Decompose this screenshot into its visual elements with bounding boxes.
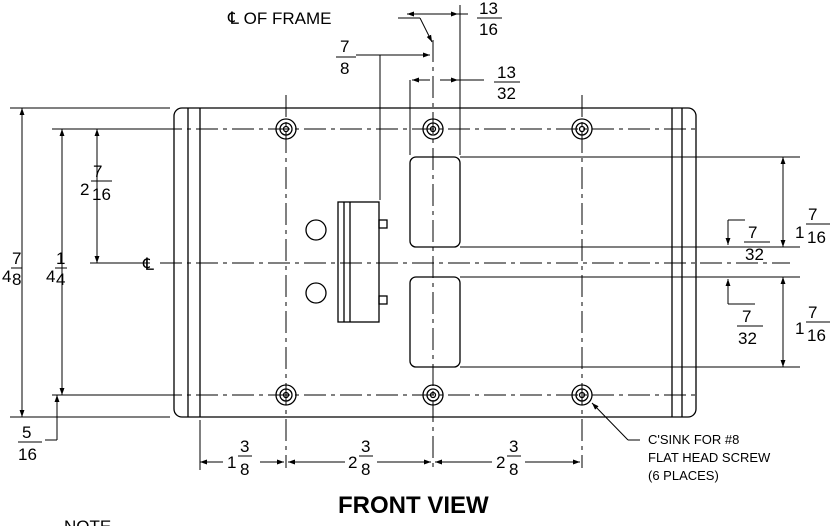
dim-left-upper-den: 16 xyxy=(92,185,111,204)
dim-bot-2-num: 3 xyxy=(361,437,370,456)
dim-13-32-num: 13 xyxy=(497,63,516,82)
dim-left-outer-den: 8 xyxy=(12,270,21,289)
dim-left-upper-whole: 2 xyxy=(80,180,89,199)
dim-bot-2-den: 8 xyxy=(361,460,370,479)
dim-bottom-left-num: 5 xyxy=(22,423,31,442)
dim-left-outer-num: 7 xyxy=(12,249,21,268)
dim-bot-3-den: 8 xyxy=(509,460,518,479)
view-title: FRONT VIEW xyxy=(338,492,489,519)
centerline-symbol: ℄ xyxy=(142,255,154,274)
dim-right-mid-lower-num: 7 xyxy=(742,307,751,326)
note-label: NOTE xyxy=(64,517,111,526)
dim-right-upper-num: 7 xyxy=(808,205,817,224)
csink-note-line1: C'SINK FOR #8 xyxy=(648,432,739,447)
dim-right-upper-whole: 1 xyxy=(795,223,804,242)
dim-right-lower-num: 7 xyxy=(808,303,817,322)
dim-bot-3-whole: 2 xyxy=(496,453,505,472)
csink-note-line2: FLAT HEAD SCREW xyxy=(648,450,771,465)
dim-right-mid-lower-den: 32 xyxy=(738,329,757,348)
dim-bot-3-num: 3 xyxy=(509,437,518,456)
dim-right-mid-upper-num: 7 xyxy=(748,223,757,242)
dim-top-13-16-den: 16 xyxy=(479,20,498,39)
hole-upper xyxy=(305,219,327,241)
hole-lower xyxy=(305,282,327,304)
dim-left-inner-num: 1 xyxy=(56,249,65,268)
dim-left-upper-num: 7 xyxy=(93,162,102,181)
dim-7-8-num: 7 xyxy=(340,37,349,56)
dim-right-lower-whole: 1 xyxy=(795,319,804,338)
dim-top-13-16-num: 13 xyxy=(479,0,498,18)
csink-note-line3: (6 PLACES) xyxy=(648,468,719,483)
slot-lower xyxy=(409,276,461,368)
dim-left-inner-den: 4 xyxy=(56,270,65,289)
dim-bot-1-den: 8 xyxy=(240,460,249,479)
dim-right-upper-den: 16 xyxy=(807,228,826,247)
dim-bottom-left-den: 16 xyxy=(18,445,37,464)
cl-of-frame-label: ℄ OF FRAME xyxy=(227,9,331,28)
dim-bot-1-num: 3 xyxy=(240,437,249,456)
dim-7-8-den: 8 xyxy=(340,59,349,78)
dim-13-32-den: 32 xyxy=(497,84,516,103)
slot-upper xyxy=(409,156,461,248)
dim-right-mid-upper-den: 32 xyxy=(745,245,764,264)
dim-bot-2-whole: 2 xyxy=(348,453,357,472)
dim-left-inner-whole: 4 xyxy=(46,267,55,286)
dim-right-lower-den: 16 xyxy=(807,326,826,345)
connector-block xyxy=(337,201,380,323)
dim-bot-1-whole: 1 xyxy=(227,453,236,472)
dim-left-outer-whole: 4 xyxy=(2,267,11,286)
